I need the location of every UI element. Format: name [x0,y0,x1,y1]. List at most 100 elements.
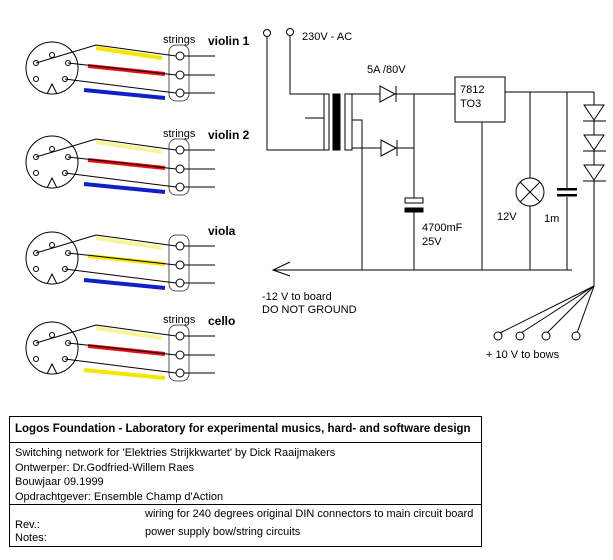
string-wire [83,182,166,194]
din-pin [49,52,55,58]
din-connector-icon [25,41,79,95]
string-wire [83,278,166,290]
din-key-notch [46,362,58,375]
notes-label: Notes: [15,532,47,544]
string-terminal [175,241,185,251]
pin-wire [67,342,177,356]
string-terminal [175,368,185,378]
transformer-secondary [344,93,353,151]
regulator-label-2: TO3 [460,98,481,110]
din-pin [33,76,39,82]
transformer-core [332,93,341,151]
instrument-label: viola [208,224,236,238]
instrument-label: cello [208,314,235,328]
mains-terminal-1 [263,29,271,37]
string-terminal [175,331,185,341]
string-terminal [175,145,185,155]
pin-wire [35,234,177,254]
electrolytic-capacitor-plus [404,197,424,204]
string-wire [83,88,166,100]
capacitor-1m [557,188,577,191]
string-terminal [175,70,185,80]
client-line: Opdrachtgever: Ensemble Champ d'Action [15,490,224,503]
din-pin [33,266,39,272]
pin-wire [64,78,177,94]
year-line: Bouwjaar 09.1999 [15,476,104,488]
series-diode-3 [583,164,605,181]
diode-1 [379,85,397,103]
bow-terminal-3 [541,331,551,341]
string-terminal [175,88,185,98]
instrument-label: violin 2 [208,128,250,142]
strings-terminal-block [168,234,190,292]
string-terminal [175,278,185,288]
string-terminal [175,164,185,174]
capacitor-1m-label: 1m [544,213,559,225]
din-key-notch [46,272,58,285]
din-connector-icon [25,231,79,285]
din-pin [49,332,55,338]
mains-wire-2 [289,36,325,95]
mains-terminal-2 [286,28,294,36]
din-key-notch [46,176,58,189]
pin-wire [64,358,177,374]
title-block-notes: wiring for 240 degrees original DIN conn… [10,505,481,547]
string-terminal [175,260,185,270]
mains-wire-1 [266,37,325,151]
regulator-7812 [454,76,506,123]
din-connector-icon [25,135,79,189]
bows-label: + 10 V to bows [486,349,560,361]
title-block: Logos Foundation - Laboratory for experi… [9,416,482,547]
bow-terminal-4 [571,331,581,341]
strings-terminal-block [168,138,190,196]
din-pin [49,146,55,152]
pin-wire [64,268,177,284]
rev-value: wiring for 240 degrees original DIN conn… [145,508,474,520]
pin-wire [67,62,177,76]
strings-terminal-block [168,44,190,102]
capacitor-value-label: 4700mF [422,222,463,234]
pin-wire [64,172,177,188]
instrument-label: violin 1 [208,34,250,48]
din-pin [33,170,39,176]
strings-label: strings [163,314,196,326]
string-wire [95,326,163,340]
center-tap [352,119,363,270]
arrow-to-board-icon [271,261,291,277]
transformer-primary [323,93,330,151]
board-label-2: DO NOT GROUND [262,304,357,316]
string-terminal [175,182,185,192]
title-block-header: Logos Foundation - Laboratory for experi… [10,417,481,443]
rev-label: Rev.: [15,519,40,531]
pin-wire [67,252,177,266]
pin-wire [67,156,177,170]
din-connector-icon [25,321,79,375]
din-pin [49,242,55,248]
series-diode-2 [583,134,605,151]
strings-terminal-block [168,324,190,382]
din-connector-group: viola [25,224,236,292]
diode-2 [380,139,398,157]
pin-wire [35,138,177,158]
din-connector-group: strings violin 1 [25,34,250,102]
notes-value: power supply bow/string circuits [145,526,301,538]
bow-terminal-1 [493,331,503,341]
power-supply [263,28,606,341]
string-terminal [175,51,185,61]
strings-label: strings [163,34,196,46]
lamp-label: 12V [497,211,517,223]
string-wire [95,236,163,250]
series-diode-1 [583,104,605,121]
electrolytic-capacitor-minus [404,207,424,213]
strings-label: strings [163,128,196,140]
string-wire [95,140,163,154]
capacitor-voltage-label: 25V [422,236,442,248]
string-wire [83,368,166,380]
board-label-1: -12 V to board [262,291,332,303]
project-line: Switching network for 'Elektries Strijkk… [15,447,336,459]
diode-label: 5A /80V [367,64,406,76]
pin-wire [35,324,177,344]
regulator-label-1: 7812 [460,84,484,96]
designer-line: Ontwerper: Dr.Godfried-Willem Raes [15,461,195,474]
title-block-info: Switching network for 'Elektries Strijkk… [10,443,481,505]
